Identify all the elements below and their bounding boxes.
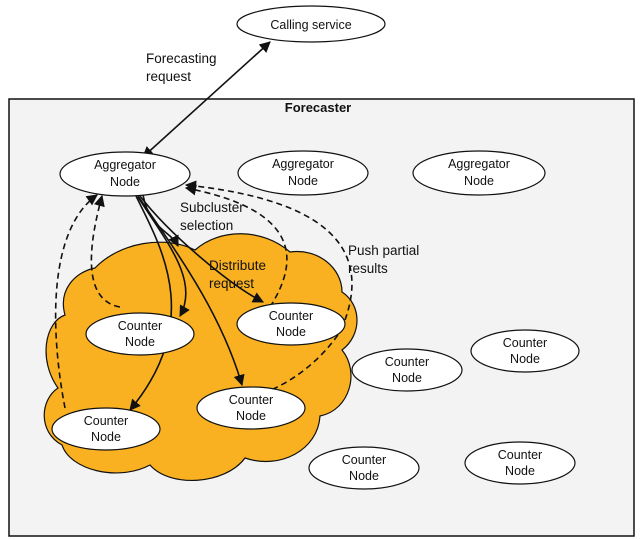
counter-node: Counter Node xyxy=(85,312,195,356)
counter-node-label-line1: Counter xyxy=(498,448,542,462)
aggregator-node: Aggregator Node xyxy=(412,150,546,196)
counter-node-label-line1: Counter xyxy=(229,393,273,407)
counter-node-label-line2: Node xyxy=(505,464,535,478)
counter-node: Counter Node xyxy=(470,329,580,373)
calling-service-label: Calling service xyxy=(270,18,351,32)
counter-node: Counter Node xyxy=(464,441,576,485)
forecasting-request-label-line2: request xyxy=(146,69,191,84)
aggregator-node-label-line1: Aggregator xyxy=(94,158,156,172)
aggregator-node-label-line1: Aggregator xyxy=(272,157,334,171)
counter-node-label-line2: Node xyxy=(349,469,379,483)
counter-node: Counter Node xyxy=(351,348,463,392)
aggregator-node-label-line2: Node xyxy=(110,175,140,189)
subcluster-selection-label-line1: Subcluster xyxy=(180,200,244,215)
subcluster-selection-label-line2: selection xyxy=(180,218,233,233)
aggregator-node-label-line1: Aggregator xyxy=(448,157,510,171)
counter-node: Counter Node xyxy=(236,302,346,346)
counter-node-label-line1: Counter xyxy=(84,414,128,428)
counter-node: Counter Node xyxy=(308,446,420,490)
aggregator-node-label-line2: Node xyxy=(288,174,318,188)
push-partial-results-label-line1: Push partial xyxy=(348,243,419,258)
distribute-request-label-line2: request xyxy=(209,276,254,291)
counter-node-label-line1: Counter xyxy=(269,309,313,323)
aggregator-node: Aggregator Node xyxy=(237,150,369,196)
counter-node-label-line1: Counter xyxy=(385,355,429,369)
push-partial-results-arrows xyxy=(54,180,353,409)
counter-node-label-line2: Node xyxy=(236,409,266,423)
counter-node-label-line1: Counter xyxy=(342,453,386,467)
forecaster-title: Forecaster xyxy=(285,100,351,115)
counter-node-label-line2: Node xyxy=(91,430,121,444)
forecasting-request-arrow xyxy=(142,41,271,158)
counter-node-label-line1: Counter xyxy=(118,319,162,333)
counter-node-label-line2: Node xyxy=(510,352,540,366)
counter-node: Counter Node xyxy=(196,386,306,430)
aggregator-node: Aggregator Node xyxy=(59,151,191,197)
push-partial-results-label-line2: results xyxy=(348,261,388,276)
counter-node: Counter Node xyxy=(51,407,161,451)
aggregator-node-label-line2: Node xyxy=(464,174,494,188)
counter-node-label-line2: Node xyxy=(276,325,306,339)
distribute-arrows xyxy=(129,194,264,411)
counter-node-label-line1: Counter xyxy=(503,336,547,350)
forecasting-request-label-line1: Forecasting xyxy=(146,51,217,66)
counter-node-label-line2: Node xyxy=(125,335,155,349)
counter-node-label-line2: Node xyxy=(392,371,422,385)
calling-service-node: Calling service xyxy=(236,5,386,43)
distribute-request-label-line1: Distribute xyxy=(209,258,266,273)
